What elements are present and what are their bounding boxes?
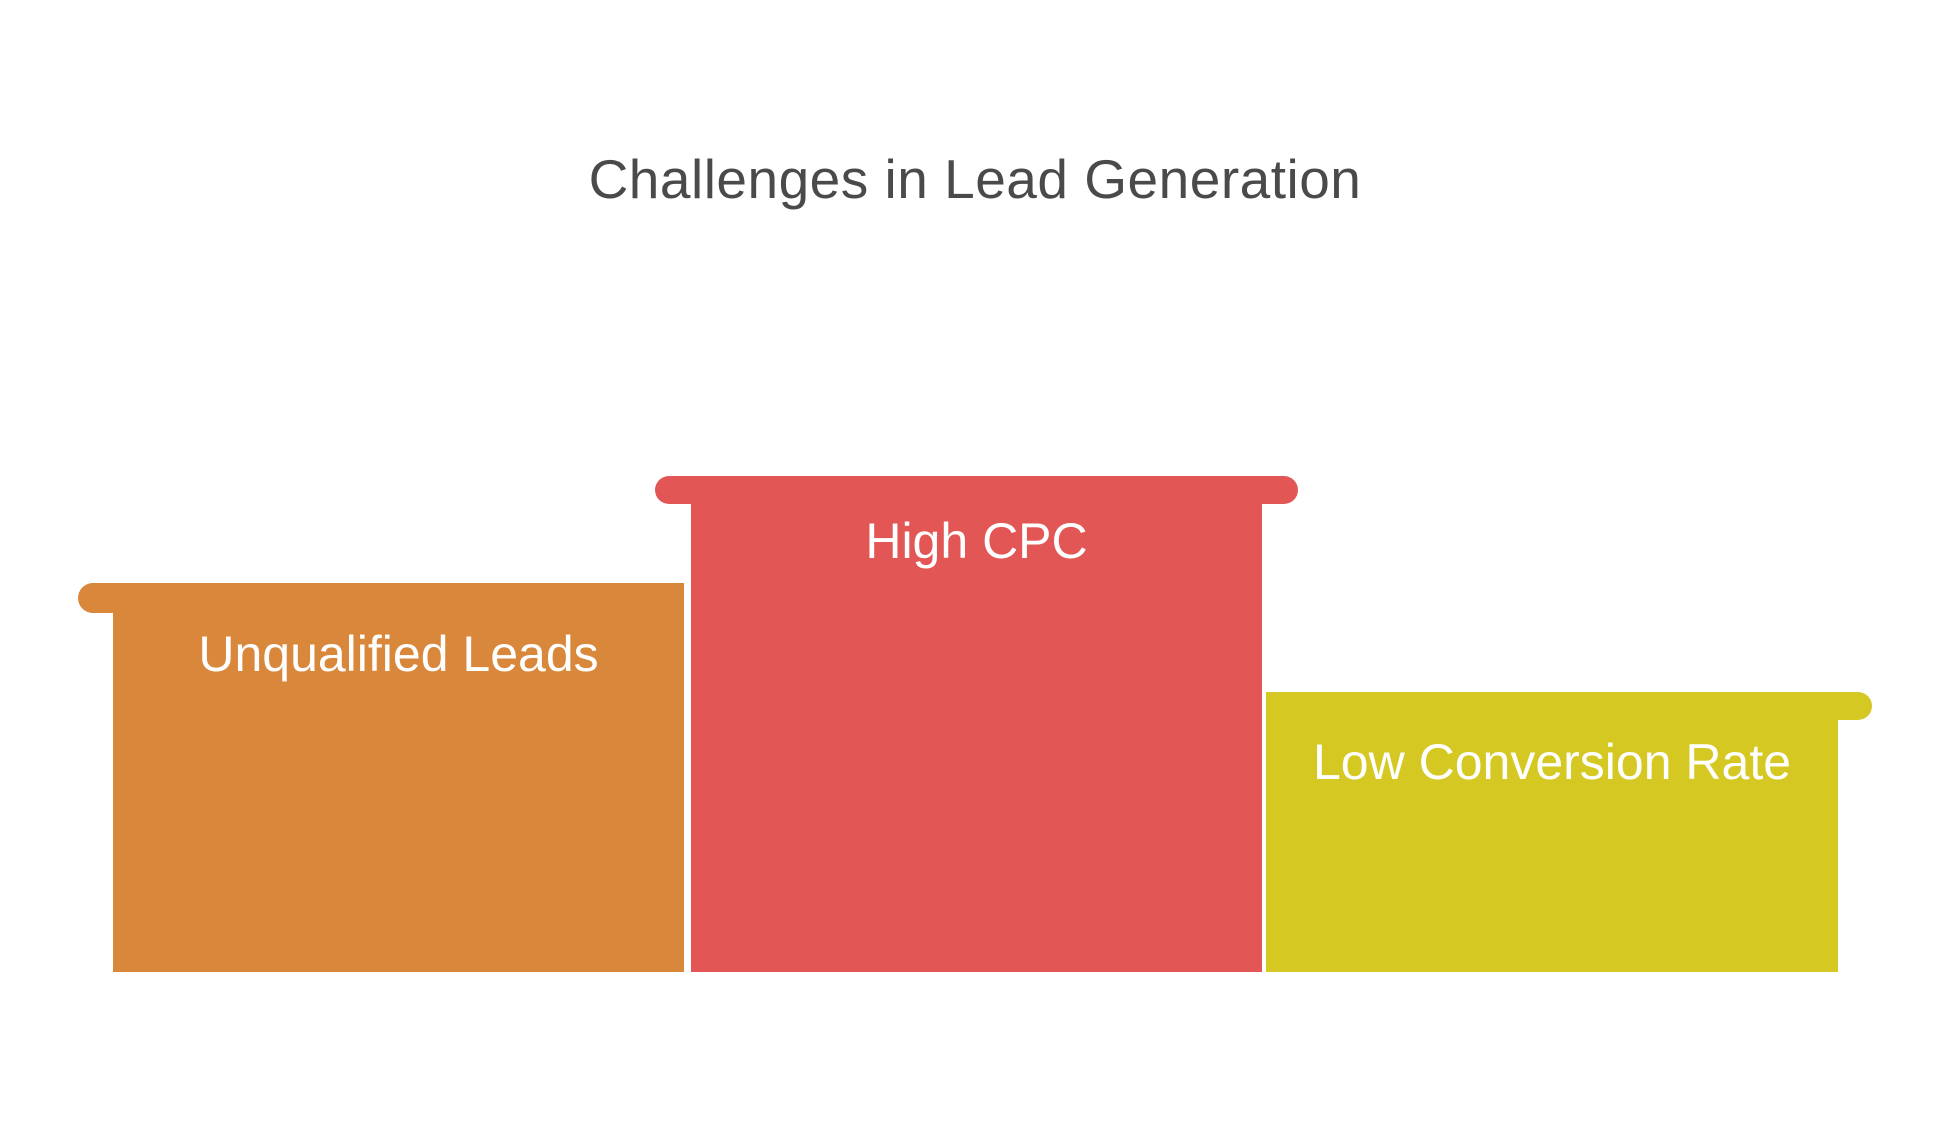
bar-body: Low Conversion Rate	[1266, 692, 1838, 972]
bar-label: Low Conversion Rate	[1312, 734, 1792, 790]
bar-high-cpc: High CPC	[655, 476, 1298, 972]
bar-low-conversion-rate: Low Conversion Rate	[1266, 692, 1872, 972]
bar-label: High CPC	[865, 513, 1088, 569]
bar-unqualified-leads: Unqualified Leads	[78, 583, 684, 972]
bar-body: Unqualified Leads	[113, 583, 684, 972]
bar-body: High CPC	[691, 476, 1262, 972]
bar-label: Unqualified Leads	[198, 626, 599, 682]
chart-title: Challenges in Lead Generation	[588, 148, 1362, 210]
